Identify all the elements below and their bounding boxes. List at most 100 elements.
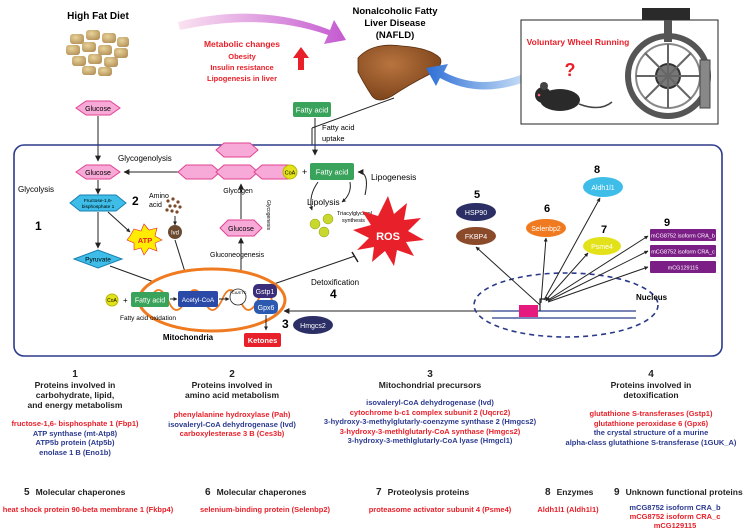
legend-4-title-2: detoxification: [623, 390, 679, 400]
bottom-5-item: heat shock protein 90-beta membrane 1 (F…: [2, 505, 174, 514]
bottom-9-number: 9: [614, 487, 620, 498]
atp-burst: [126, 223, 163, 256]
nucleus-envelope: [473, 272, 659, 338]
nafld-title-2: Liver Disease: [364, 18, 425, 29]
bottom-category-7: 7 Proteolysis proteins: [376, 487, 469, 498]
unknown-box-3: [650, 261, 716, 273]
legend-4-item: glutathione S-transferases (Gstp1): [589, 409, 713, 418]
hsp90-label: HSP90: [465, 210, 487, 217]
bottom-6-item: selenium-binding protein (Selenbp2): [199, 505, 330, 514]
legend-2-item: isovaleryl-CoA dehydrogenase (Ivd): [168, 419, 296, 429]
legend-3-title: Mitochondrial precursors: [378, 380, 482, 390]
bottom-8-item: Aldh1l1 (Aldh1l1): [537, 505, 599, 514]
legend-category-3: 3 Mitochondrial precursors isovaleryl-Co…: [300, 369, 560, 446]
bottom-6-title: Molecular chaperones: [216, 487, 307, 497]
glycolysis-label: Glycolysis: [18, 185, 54, 194]
triacylglycerol-label-2: synthesis: [342, 218, 365, 224]
fatty-acid-top-label: Fatty acid: [296, 106, 329, 115]
legend-category-4: 4 Proteins involved in detoxification gl…: [556, 369, 746, 447]
selenbp2-label: Selenbp2: [531, 226, 561, 233]
legend-2-item: phenylalanine hydroxylase (Pah): [173, 410, 291, 419]
legend-category-2: 2 Proteins involved in amino acid metabo…: [157, 369, 307, 439]
mitochondria-label: Mitochondria: [163, 333, 214, 342]
bottom-9-item: mCG8752 isoform CRA_c: [629, 512, 721, 521]
glucose-inner-label: Glucose: [85, 170, 111, 177]
psme4-node: [583, 237, 621, 255]
glucose-inner: [75, 164, 121, 180]
nafld-title-1: Nonalcoholic Fatty: [353, 6, 439, 17]
glucose-right-label: Glucose: [228, 226, 254, 233]
pink-curved-arrow: [178, 13, 346, 44]
bottom-7-title: Proteolysis proteins: [387, 487, 470, 497]
gstp1-label: Gstp1: [256, 289, 275, 296]
fkbp4-label: FKBP4: [465, 234, 487, 241]
legend-1-title-1: Proteins involved in: [34, 380, 116, 390]
pyruvate-node: [72, 249, 124, 269]
gene-locus: [519, 305, 538, 317]
legend-4-item: the crystal structure of a murine: [593, 428, 709, 437]
tca-label: TCA/ETC: [229, 290, 246, 295]
plus-sign: +: [302, 167, 307, 177]
fkbp4-node: [456, 227, 496, 245]
gluconeogenesis-label: Gluconeogenesis: [210, 252, 265, 259]
legend-4-item: glutathione peroxidase 6 (Gpx6): [593, 418, 709, 428]
chow-pellets-image: [66, 30, 129, 76]
glycogenesis-label: Glycogenesis: [265, 200, 271, 231]
legend-3-item: isovaleryl-CoA dehydrogenase (Ivd): [366, 398, 494, 407]
legend-2-title-2: amino acid metabolism: [185, 390, 279, 400]
bottom-9-title: Unknown functional proteins: [625, 487, 743, 497]
ivd-label: Ivd: [171, 231, 179, 237]
coa-left-circle: [105, 293, 119, 307]
category-number-2: 2: [132, 194, 139, 208]
fbp-label-2: bisphosphate 1: [82, 204, 115, 210]
legend-3-item: 3-hydroxy-3-methylglutarly-coenzyme synt…: [323, 417, 537, 426]
legend-1-title-2: carbohydrate, lipid,: [35, 390, 115, 400]
bottom-8-title: Enzymes: [556, 487, 594, 497]
coa-label: CoA: [285, 171, 296, 177]
fatty-acid-uptake-2: uptake: [322, 134, 345, 143]
legend-category-1: 1 Proteins involved in carbohydrate, lip…: [0, 369, 150, 457]
nafld-title-3: (NAFLD): [376, 30, 415, 41]
ketones-label: Ketones: [248, 336, 278, 345]
triacylglycerol-label-1: Triacylglycerol: [337, 211, 372, 217]
legend-4-number: 4: [648, 369, 654, 380]
unknown-box-3-label: mCG129115: [668, 266, 699, 272]
legend-4-item: alpha-class glutathione S-transferase (1…: [565, 437, 737, 447]
category-number-7: 7: [601, 224, 607, 236]
fbp-label-1: Fructose-1,6-: [84, 198, 113, 204]
diet-label: High Fat Diet: [67, 11, 129, 22]
legend-3-item: 3-hydroxy-3-methlglutarly-CoA lyase (Hmg…: [347, 436, 513, 445]
glucose-outer: [75, 100, 121, 116]
bottom-7-number: 7: [376, 487, 382, 498]
change-obesity: Obesity: [228, 52, 256, 61]
ivd-node: [168, 225, 182, 239]
blue-curved-arrow: [426, 64, 530, 90]
fructose-bisphosphate-node: [69, 194, 127, 212]
amino-acid-label-2: acid: [149, 202, 162, 209]
liver-connector: [311, 97, 395, 129]
fatty-acid-oxidation-label: Fatty acid oxidation: [120, 315, 176, 322]
unknown-box-1-label: mCG8752 isoform CRA_b: [651, 234, 715, 240]
bottom-8-number: 8: [545, 487, 551, 498]
ros-burst: [353, 196, 424, 266]
legend-1-item: enolase 1 B (Eno1b): [39, 447, 111, 457]
fatty-acid-cell-box: [310, 163, 354, 180]
nucleus-label: Nucleus: [636, 293, 668, 302]
legend-1-title-3: and energy metabolism: [27, 400, 123, 410]
legend-1-item: fructose-1,6- bisphosphate 1 (Fbp1): [11, 419, 139, 428]
glycogenolysis-label: Glycogenolysis: [118, 154, 172, 163]
wheel-running-label: Voluntary Wheel Running: [527, 37, 630, 47]
unknown-box-2: [650, 245, 716, 257]
lipolysis-label: Lipolysis: [307, 197, 340, 207]
legend-1-item: ATP synthase (mt-Atp8): [32, 428, 118, 438]
change-insulin-resistance: Insulin resistance: [210, 63, 273, 72]
legend-3-item: cytochrome b-c1 complex subunit 2 (Uqcrc…: [349, 407, 511, 417]
legend-1-number: 1: [72, 369, 78, 380]
change-lipogenesis: Lipogenesis in liver: [207, 74, 277, 83]
legend-1-item: ATP5b protein (Atp5b): [35, 438, 115, 447]
lipogenesis-label: Lipogenesis: [371, 172, 416, 182]
acetyl-coa-label: Acetyl-CoA: [182, 297, 215, 304]
category-number-3: 3: [282, 317, 289, 331]
